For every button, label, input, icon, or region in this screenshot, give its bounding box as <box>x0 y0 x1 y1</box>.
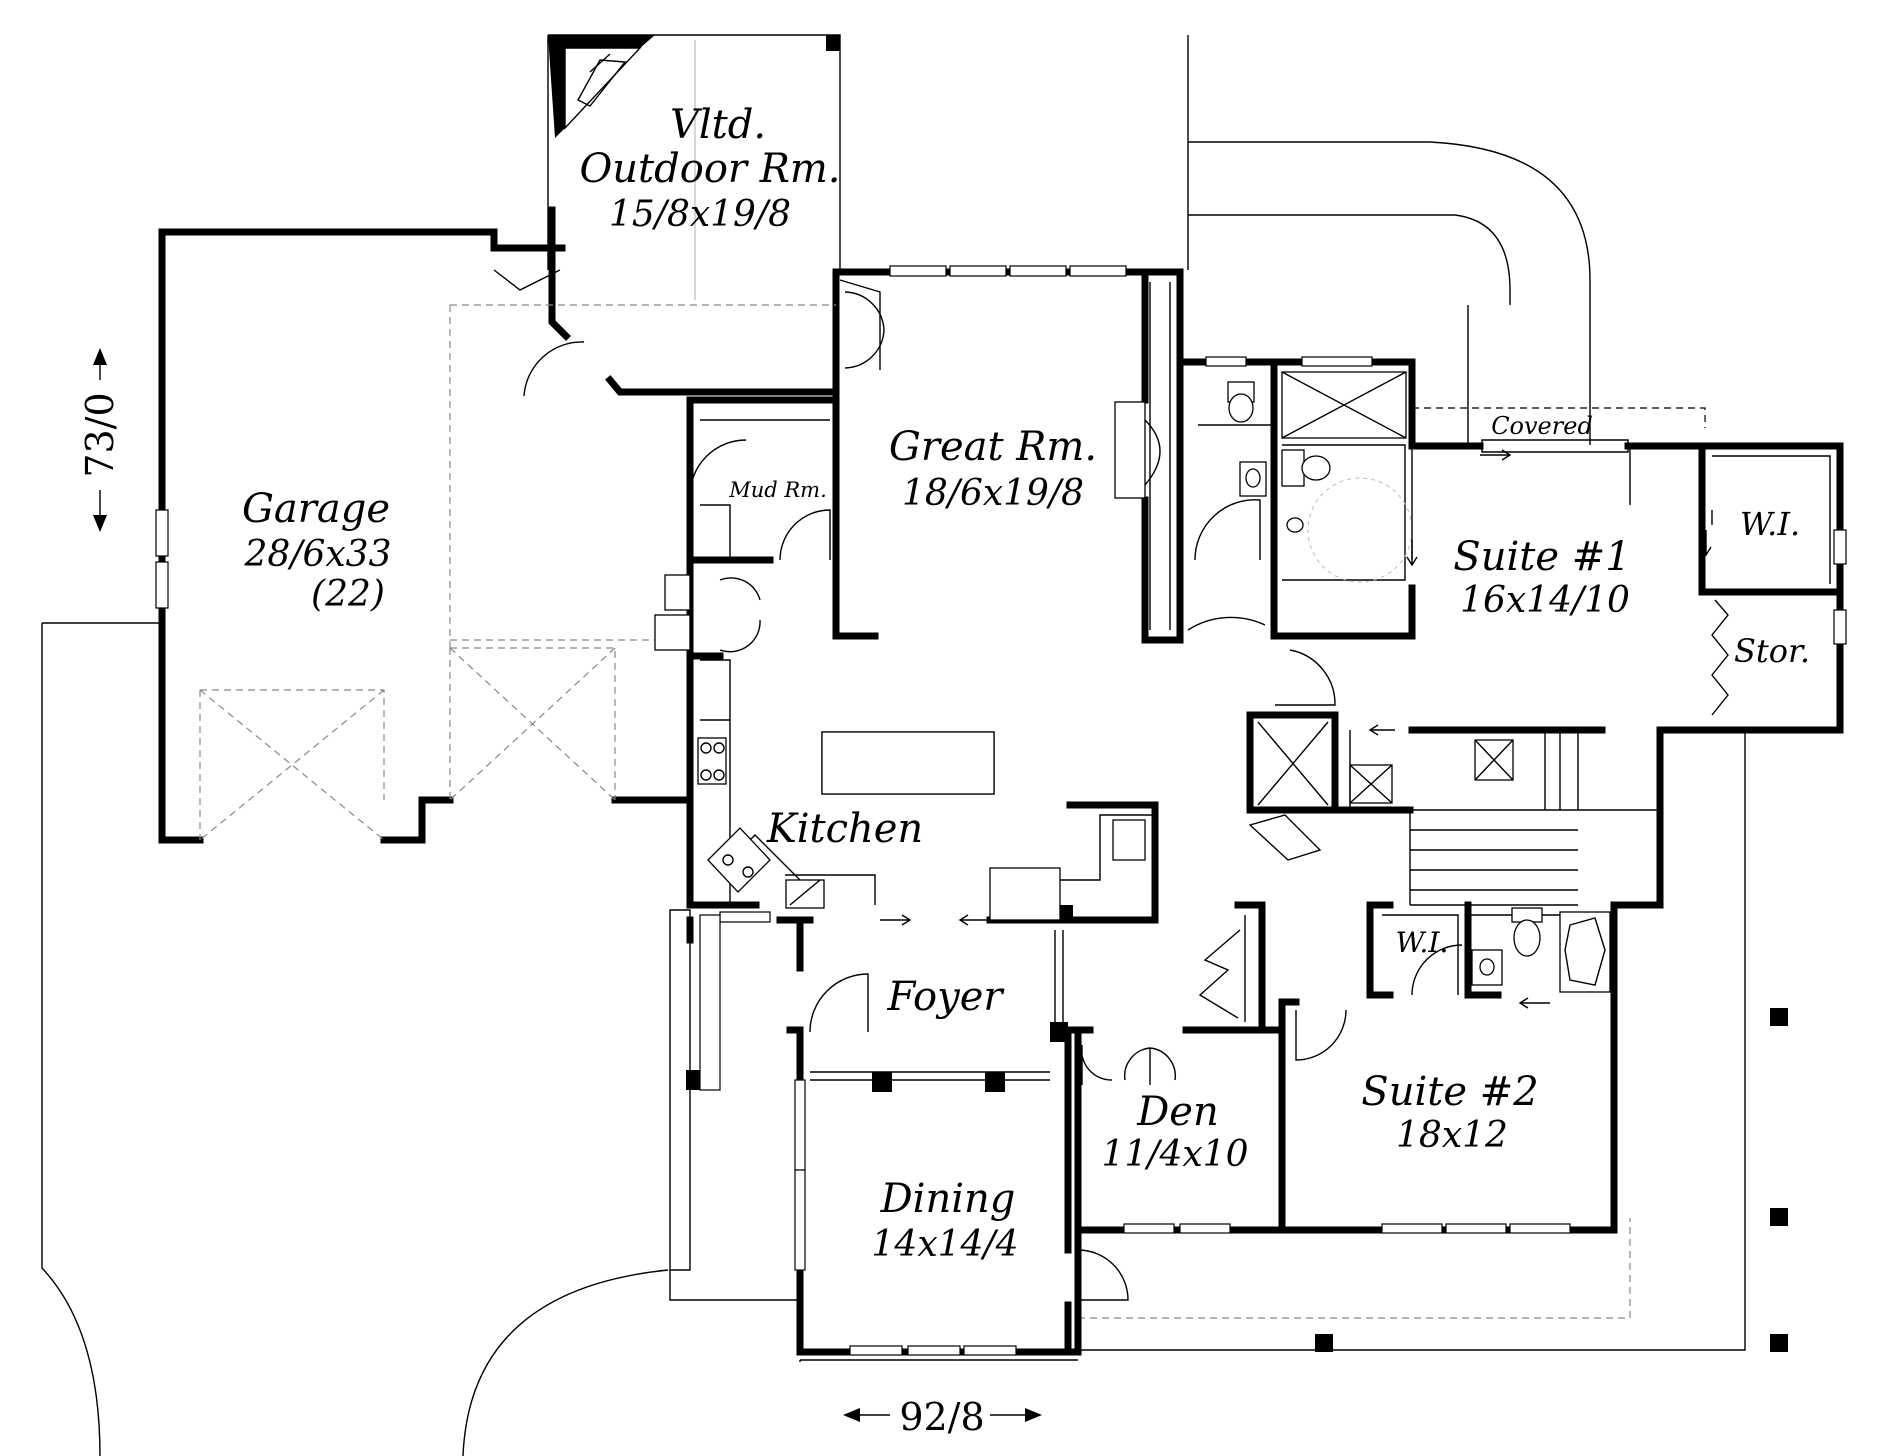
great-room-name: Great Rm. <box>889 424 1097 470</box>
suite2-name: Suite #2 <box>1361 1069 1538 1115</box>
windows <box>155 265 1847 1356</box>
great-room-dims: 18/6x19/8 <box>902 473 1084 514</box>
outdoor-room-name-line1: Vltd. <box>670 102 766 148</box>
posts <box>686 905 1788 1352</box>
overall-width-label: 92/8 <box>899 1395 984 1439</box>
mud-room-name: Mud Rm. <box>728 478 827 502</box>
outdoor-room-dims: 15/8x19/8 <box>609 194 791 235</box>
kitchen-name: Kitchen <box>766 806 923 852</box>
den-name: Den <box>1136 1089 1219 1135</box>
stairs <box>1409 730 1660 906</box>
suite2-dims: 18x12 <box>1396 1115 1508 1156</box>
cooktop <box>697 737 727 785</box>
arrows <box>880 449 1712 1009</box>
suite1-walkin-name: W.I. <box>1740 505 1800 543</box>
covered-name: Covered <box>1491 412 1593 440</box>
suite1-name: Suite #1 <box>1453 534 1630 580</box>
garage-dims: 28/6x33 <box>244 534 392 575</box>
suite2-walkin-name: W.I. <box>1396 926 1449 959</box>
outdoor-room <box>547 34 841 300</box>
outdoor-room-name-line2: Outdoor Rm. <box>580 146 841 192</box>
den-dims: 11/4x10 <box>1102 1134 1249 1175</box>
garage-name: Garage <box>242 486 390 532</box>
overall-depth-label: 73/0 <box>78 392 122 477</box>
suite1-dims: 16x14/10 <box>1460 580 1630 621</box>
site-lines <box>41 35 1746 1456</box>
storage-name: Stor. <box>1734 632 1810 670</box>
width-dimension: 92/8 <box>843 1395 1042 1439</box>
room-labels: Vltd. Outdoor Rm. 15/8x19/8 Garage 28/6x… <box>242 102 1810 1265</box>
dining-name: Dining <box>880 1176 1016 1222</box>
doors <box>493 269 1463 1301</box>
garage-note: (22) <box>311 574 385 615</box>
depth-dimension: 73/0 <box>78 348 122 532</box>
details <box>199 282 1831 1362</box>
kitchen-sink <box>707 827 771 893</box>
foyer-name: Foyer <box>886 974 1005 1020</box>
dining-dims: 14x14/4 <box>872 1224 1019 1265</box>
